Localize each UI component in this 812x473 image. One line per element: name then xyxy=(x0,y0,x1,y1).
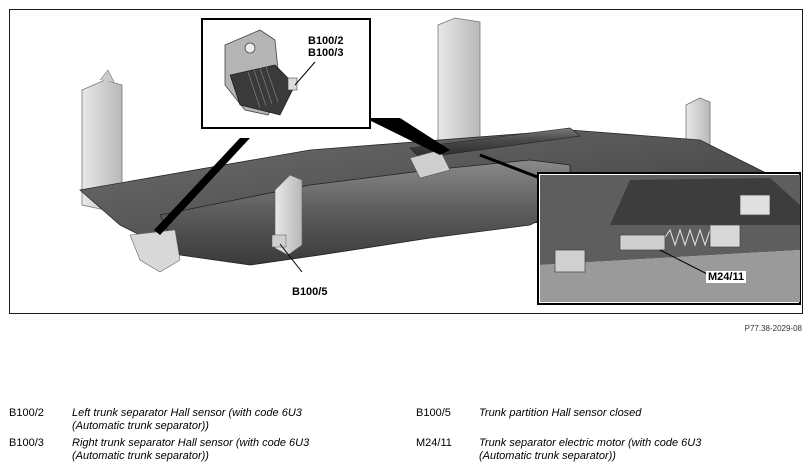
legend-code: M24/11 xyxy=(416,437,452,449)
legend-code: B100/3 xyxy=(9,437,44,449)
inset-right xyxy=(537,172,801,305)
center-bracket xyxy=(409,149,451,179)
legend-item-b100-2: B100/2 Left trunk separator Hall sensor … xyxy=(9,407,409,433)
figure-reference-number: P77.38-2029-08 xyxy=(744,324,802,333)
legend-description: Trunk partition Hall sensor closed xyxy=(479,407,642,419)
legend-code: B100/5 xyxy=(416,407,451,419)
separator-assembly xyxy=(79,17,771,273)
legend-code: B100/2 xyxy=(9,407,44,419)
left-mount xyxy=(129,229,181,273)
spring-coil xyxy=(659,228,716,247)
legend-description: Left trunk separator Hall sensor (with c… xyxy=(72,407,302,432)
inset-top xyxy=(201,18,371,129)
legend-item-m24-11: M24/11 Trunk separator electric motor (w… xyxy=(416,437,806,463)
legend-item-b100-5: B100/5 Trunk partition Hall sensor close… xyxy=(416,407,806,433)
legend-item-b100-3: B100/3 Right trunk separator Hall sensor… xyxy=(9,437,409,463)
trunk-separator-illustration xyxy=(79,17,801,305)
legend-description: Right trunk separator Hall sensor (with … xyxy=(72,437,310,462)
callout-b100-2-b100-3: B100/2 B100/3 xyxy=(308,35,344,59)
leader-lines xyxy=(154,118,541,273)
callout-b100-5: B100/5 xyxy=(292,286,328,298)
roller-tube xyxy=(409,127,581,159)
callout-m24-11: M24/11 xyxy=(706,271,747,283)
center-post xyxy=(437,17,481,151)
legend-description: Trunk separator electric motor (with cod… xyxy=(479,437,702,462)
component-location-figure: B100/2 B100/3 B100/5 M24/11 xyxy=(9,9,803,314)
